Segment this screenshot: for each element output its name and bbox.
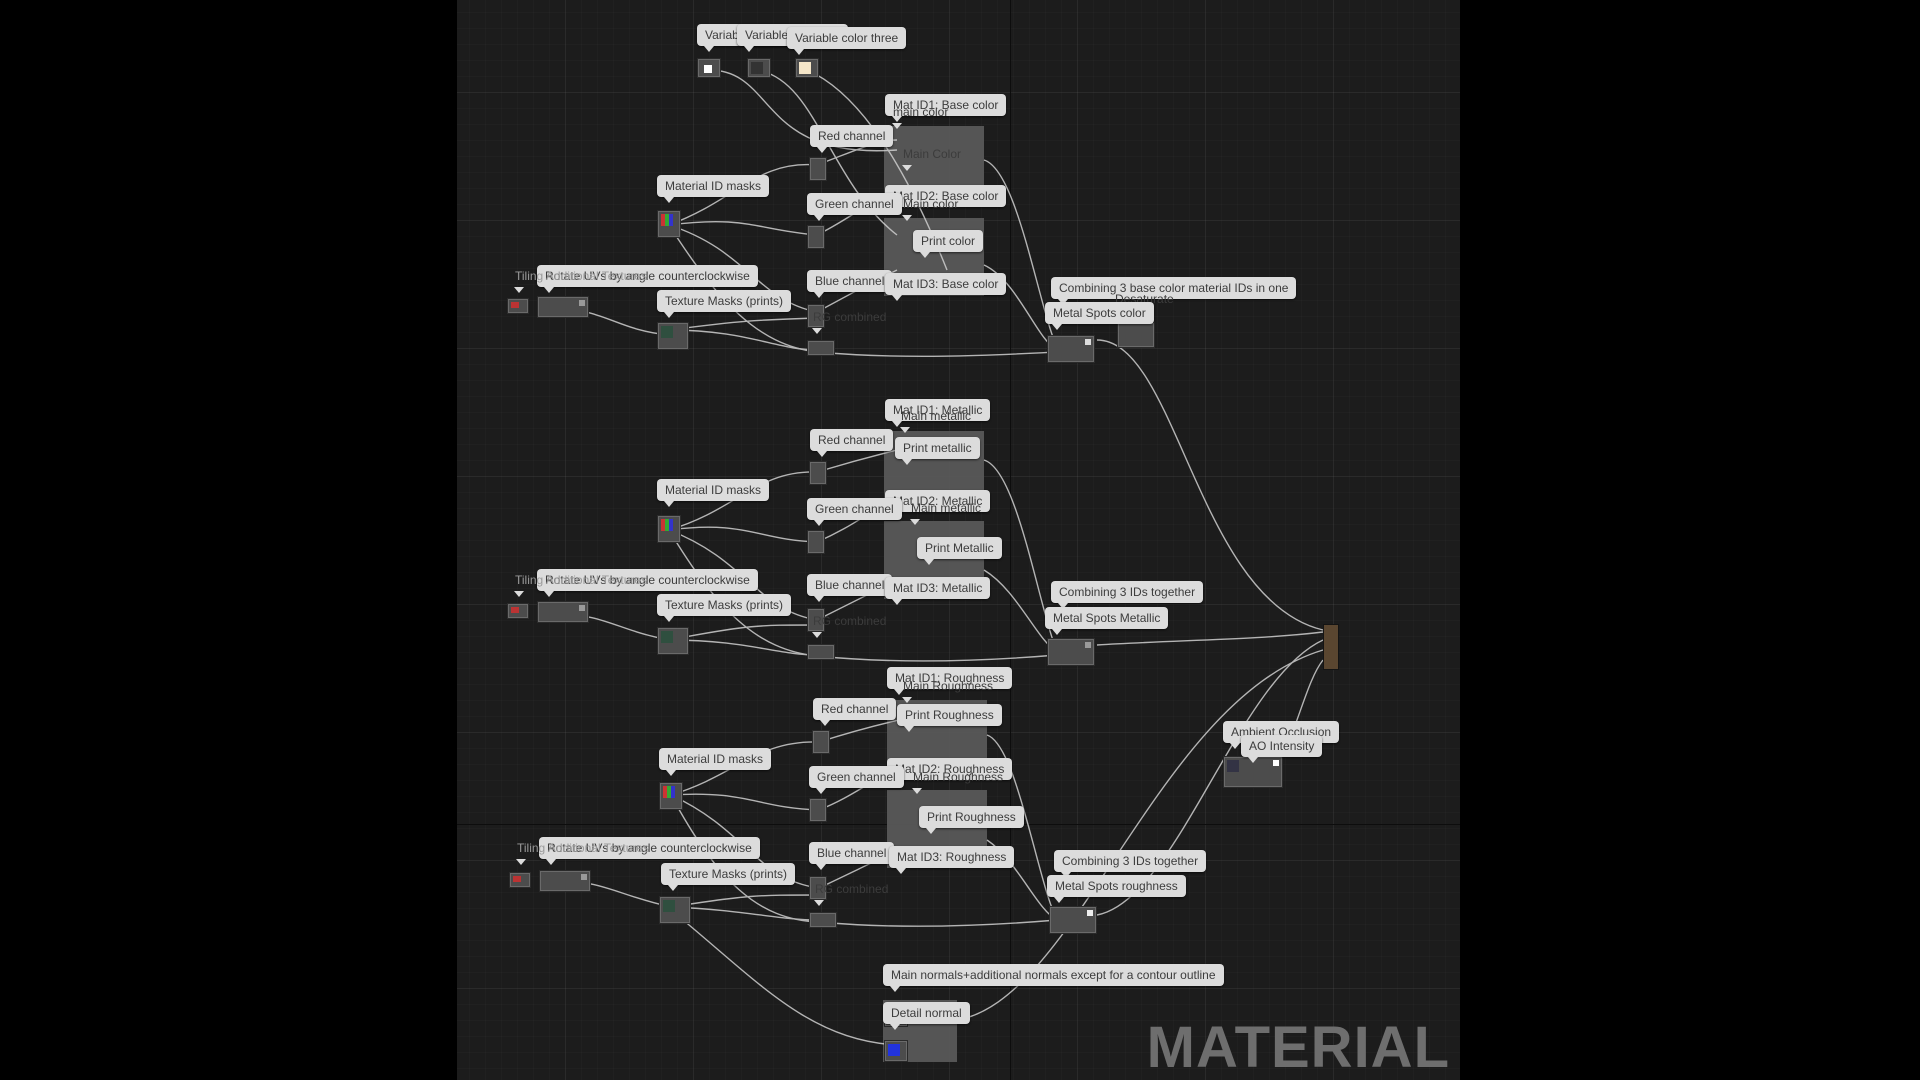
graph-origin-vertical-line: [1010, 0, 1011, 1080]
comment-mat-id1-base-color[interactable]: Mat ID1: Base color: [885, 94, 1007, 122]
red-channel-node[interactable]: [809, 461, 827, 485]
comment-combining-3-ids[interactable]: Combining 3 IDs together: [1054, 850, 1207, 878]
comment-red-channel[interactable]: Red channel: [810, 125, 894, 153]
comment-main-color-3[interactable]: Main color: [895, 193, 966, 221]
comment-metal-spots-color[interactable]: Metal Spots color: [1045, 302, 1154, 330]
variable-color-two-node[interactable]: [747, 58, 771, 78]
comment-mat-id1-metallic[interactable]: Mat ID1: Metallic: [885, 399, 991, 427]
tiling-node[interactable]: [507, 298, 529, 314]
comment-red-channel[interactable]: Red channel: [810, 429, 894, 457]
comment-rg-combined[interactable]: RG combined: [805, 610, 894, 638]
material-watermark: MATERIAL: [1146, 1015, 1450, 1080]
rg-combined-node[interactable]: [807, 340, 835, 356]
comment-mat-id3-base-color[interactable]: Mat ID3: Base color: [885, 273, 1007, 301]
comment-print-metallic-2[interactable]: Print Metallic: [917, 537, 1002, 565]
comment-rotate-uvs[interactable]: Rotate UVs by angle counterclockwise: [539, 837, 760, 865]
tiling-node[interactable]: [507, 603, 529, 619]
material-id-masks-texture-node[interactable]: [659, 782, 683, 810]
comment-mat-id2-base-color[interactable]: Mat ID2: Base color: [885, 185, 1007, 213]
red-channel-node[interactable]: [809, 157, 827, 181]
red-channel-node[interactable]: [812, 730, 830, 754]
comment-blue-channel[interactable]: Blue channel: [807, 574, 893, 602]
comment-rg-combined[interactable]: RG combined: [805, 306, 894, 334]
comment-green-channel[interactable]: Green channel: [807, 498, 902, 526]
comment-variable-color-three[interactable]: Variable color three: [787, 27, 907, 55]
detail-normal-texture-node[interactable]: [884, 1040, 908, 1062]
material-id-masks-texture-node[interactable]: [657, 515, 681, 543]
comment-material-id-masks[interactable]: Material ID masks: [657, 479, 770, 507]
comment-tiling[interactable]: Tiling Additional Textures: [507, 569, 655, 597]
variable-color-one-node[interactable]: [697, 58, 721, 78]
texture-masks-node[interactable]: [659, 896, 691, 924]
comment-mat-id3-roughness[interactable]: Mat ID3: Roughness: [889, 846, 1015, 874]
comment-ao-intensity[interactable]: AO Intensity: [1241, 735, 1323, 763]
comment-combining-3-base-color[interactable]: Combining 3 base color material IDs in o…: [1051, 277, 1297, 305]
comment-blue-channel[interactable]: Blue channel: [809, 842, 895, 870]
comment-metal-spots-roughness[interactable]: Metal Spots roughness: [1047, 875, 1186, 903]
comment-green-channel[interactable]: Green channel: [809, 766, 904, 794]
comment-main-roughness[interactable]: Main Roughness: [895, 675, 1001, 703]
comment-main-roughness-2[interactable]: Main Roughness: [905, 766, 1011, 794]
comment-main-color[interactable]: main color: [885, 101, 956, 129]
comment-green-channel[interactable]: Green channel: [807, 193, 902, 221]
material-output-node[interactable]: [1323, 624, 1339, 670]
green-channel-node[interactable]: [807, 225, 825, 249]
comment-main-metallic-2[interactable]: Main metallic: [903, 497, 989, 525]
blue-channel-node[interactable]: [807, 608, 825, 632]
rg-combined-node[interactable]: [809, 912, 837, 928]
green-channel-node[interactable]: [809, 798, 827, 822]
texture-masks-node[interactable]: [657, 322, 689, 350]
rg-combined-node[interactable]: [807, 644, 835, 660]
comment-metal-spots-metallic[interactable]: Metal Spots Metallic: [1045, 607, 1169, 635]
desaturate-node[interactable]: [1117, 322, 1155, 348]
green-channel-node[interactable]: [807, 530, 825, 554]
comment-main-color-2[interactable]: Main Color: [895, 143, 969, 171]
material-graph-canvas[interactable]: Variable color one Variable color two Va…: [457, 0, 1460, 1080]
rotate-uv-node[interactable]: [537, 601, 589, 623]
comment-rotate-uvs[interactable]: Rotate UVs by angle counterclockwise: [537, 569, 758, 597]
metal-spots-color-node[interactable]: [1047, 335, 1095, 363]
comment-tiling[interactable]: Tiling Additional Textures: [507, 265, 655, 293]
variable-color-three-node[interactable]: [795, 58, 819, 78]
comment-tiling[interactable]: Tiling Additional Textures: [509, 837, 657, 865]
comment-main-normals[interactable]: Main normals+additional normals except f…: [883, 964, 1224, 992]
blue-channel-node[interactable]: [809, 876, 827, 900]
comment-detail-normal[interactable]: Detail normal: [883, 1002, 970, 1030]
metal-spots-metallic-node[interactable]: [1047, 638, 1095, 666]
comment-red-channel[interactable]: Red channel: [813, 698, 897, 726]
comment-mat-id1-roughness[interactable]: Mat ID1: Roughness: [887, 667, 1013, 695]
comment-print-metallic[interactable]: Print metallic: [895, 437, 980, 465]
comment-rg-combined[interactable]: RG combined: [807, 878, 896, 906]
metal-spots-roughness-node[interactable]: [1049, 906, 1097, 934]
comment-mat-id3-metallic[interactable]: Mat ID3: Metallic: [885, 577, 991, 605]
tiling-node[interactable]: [509, 872, 531, 888]
rotate-uv-node[interactable]: [537, 296, 589, 318]
comment-rotate-uvs[interactable]: Rotate UVs by angle counterclockwise: [537, 265, 758, 293]
comment-print-color[interactable]: Print color: [913, 230, 984, 258]
material-id-masks-texture-node[interactable]: [657, 210, 681, 238]
texture-masks-node[interactable]: [657, 627, 689, 655]
comment-material-id-masks[interactable]: Material ID masks: [659, 748, 772, 776]
rotate-uv-node[interactable]: [539, 870, 591, 892]
blue-channel-node[interactable]: [807, 304, 825, 328]
comment-combining-3-ids[interactable]: Combining 3 IDs together: [1051, 581, 1204, 609]
comment-material-id-masks[interactable]: Material ID masks: [657, 175, 770, 203]
comment-texture-masks[interactable]: Texture Masks (prints): [661, 863, 796, 891]
comment-main-metallic[interactable]: Main metallic: [893, 405, 979, 433]
comment-print-roughness-2[interactable]: Print Roughness: [919, 806, 1024, 834]
comment-texture-masks[interactable]: Texture Masks (prints): [657, 594, 792, 622]
comment-texture-masks[interactable]: Texture Masks (prints): [657, 290, 792, 318]
comment-mat-id2-roughness[interactable]: Mat ID2: Roughness: [887, 758, 1013, 786]
comment-blue-channel[interactable]: Blue channel: [807, 270, 893, 298]
comment-print-roughness[interactable]: Print Roughness: [897, 704, 1002, 732]
